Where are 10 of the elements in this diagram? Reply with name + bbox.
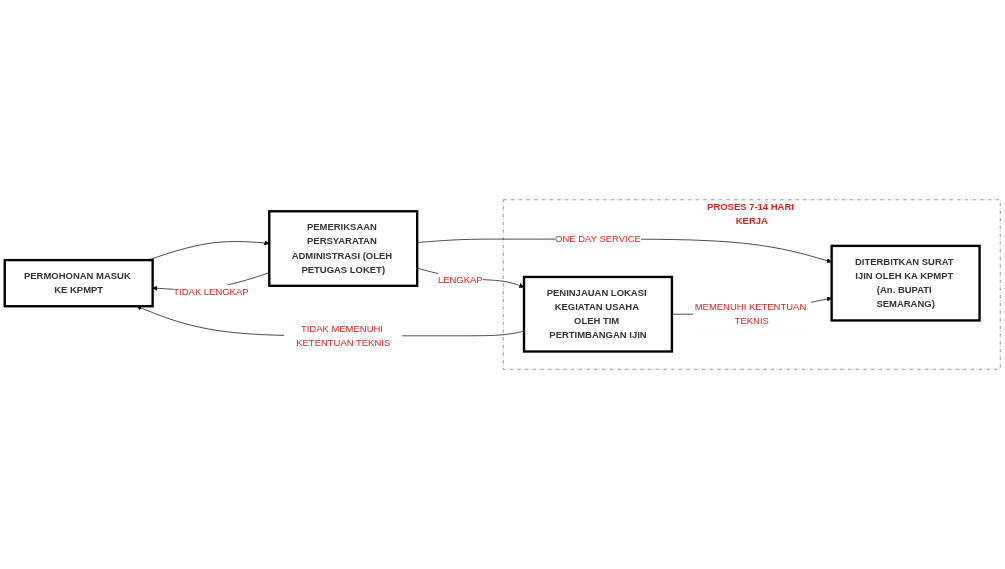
edge-label: ONE DAY SERVICE [555,233,641,244]
node-box [522,275,674,353]
edge-label: TIDAK LENGKAP [173,286,249,297]
node-box [3,258,154,308]
node-box [268,210,419,287]
edge-label: LENGKAP [437,274,483,285]
cluster [503,199,1001,370]
edge-label: TIDAK MEMENUHI KETENTUAN TEKNIS [296,323,391,348]
node-box [830,244,981,322]
edge-label: MEMENUHI KETENTUAN TEKNIS [694,301,807,327]
